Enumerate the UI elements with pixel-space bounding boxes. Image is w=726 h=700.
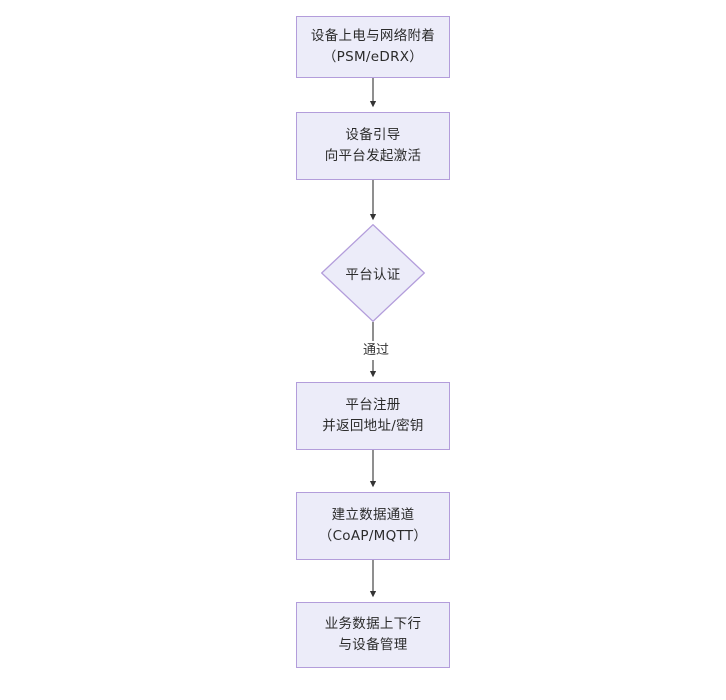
node-line: 与设备管理 [338, 637, 408, 653]
node-line: 设备上电与网络附着 [310, 28, 436, 44]
node-platform-register[interactable]: 平台注册 并返回地址/密钥 [296, 382, 450, 450]
node-line: （CoAP/MQTT） [318, 528, 428, 544]
node-line: 设备引导 [345, 127, 401, 143]
node-line: 建立数据通道 [331, 507, 415, 523]
node-device-power-on[interactable]: 设备上电与网络附着 （PSM/eDRX） [296, 16, 450, 78]
diamond-shape [321, 224, 425, 322]
node-line: （PSM/eDRX） [322, 49, 424, 65]
node-line: 平台认证 [345, 267, 401, 283]
node-business-data[interactable]: 业务数据上下行 与设备管理 [296, 602, 450, 668]
node-line: 业务数据上下行 [324, 616, 422, 632]
node-data-channel[interactable]: 建立数据通道 （CoAP/MQTT） [296, 492, 450, 560]
node-line: 向平台发起激活 [324, 148, 422, 164]
node-line: 平台注册 [345, 397, 401, 413]
edge-label-pass: 通过 [352, 341, 400, 360]
node-platform-auth[interactable]: 平台认证 [321, 224, 425, 322]
node-line: 并返回地址/密钥 [322, 418, 424, 434]
node-device-bootstrap[interactable]: 设备引导 向平台发起激活 [296, 112, 450, 180]
